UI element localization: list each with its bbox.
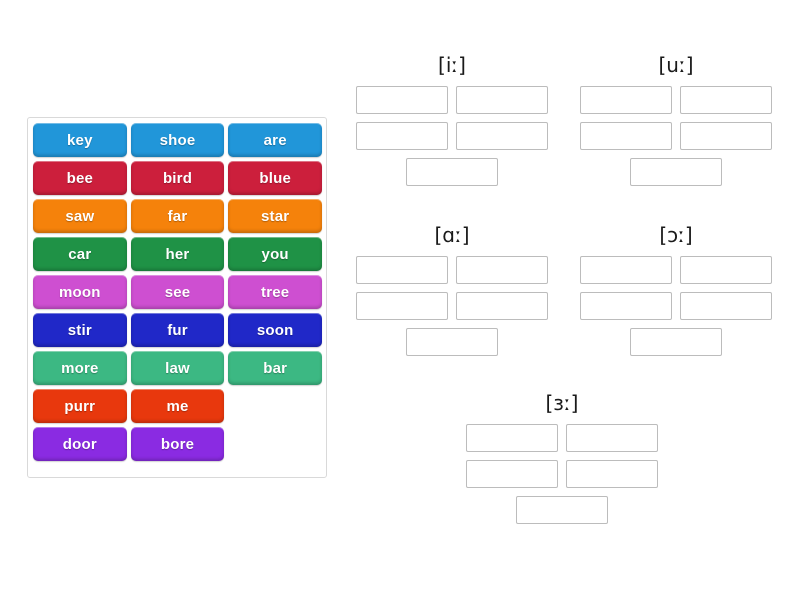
word-tile[interactable]: me bbox=[130, 389, 225, 423]
drop-slot[interactable] bbox=[516, 496, 608, 524]
slot-row bbox=[564, 158, 788, 186]
word-tile[interactable]: see bbox=[130, 275, 225, 309]
word-tile[interactable]: blue bbox=[228, 161, 323, 195]
group-slots bbox=[340, 86, 564, 186]
drop-slot[interactable] bbox=[466, 460, 558, 488]
drop-slot[interactable] bbox=[456, 122, 548, 150]
group-slots bbox=[564, 86, 788, 186]
word-tile[interactable]: shoe bbox=[130, 123, 225, 157]
group-title: [ɜː] bbox=[545, 391, 579, 415]
slot-row bbox=[340, 328, 564, 356]
group-title: [ɔː] bbox=[659, 223, 693, 247]
slot-row bbox=[340, 158, 564, 186]
word-tile[interactable]: bird bbox=[130, 161, 225, 195]
drop-slot[interactable] bbox=[456, 292, 548, 320]
word-tile[interactable]: bore bbox=[130, 427, 225, 461]
group-title: [ɑː] bbox=[434, 223, 470, 247]
slot-row bbox=[340, 122, 564, 150]
drop-slot[interactable] bbox=[680, 122, 772, 150]
word-tile[interactable]: far bbox=[130, 199, 225, 233]
word-tile[interactable]: saw bbox=[33, 199, 127, 233]
drop-slot[interactable] bbox=[680, 86, 772, 114]
drop-slot[interactable] bbox=[680, 256, 772, 284]
group-slots bbox=[340, 256, 564, 356]
slot-row bbox=[340, 86, 564, 114]
drop-slot[interactable] bbox=[456, 256, 548, 284]
drop-slot[interactable] bbox=[630, 328, 722, 356]
word-tile[interactable]: are bbox=[228, 123, 323, 157]
word-tile[interactable]: bar bbox=[228, 351, 323, 385]
drop-slot[interactable] bbox=[356, 86, 448, 114]
drop-slot[interactable] bbox=[566, 460, 658, 488]
slot-row bbox=[564, 256, 788, 284]
empty-grid-cell bbox=[228, 389, 322, 423]
drop-slot[interactable] bbox=[580, 86, 672, 114]
group-er: [ɜː] bbox=[450, 393, 674, 524]
group-u: [uː] bbox=[564, 55, 788, 186]
word-tile[interactable]: moon bbox=[33, 275, 127, 309]
word-tile[interactable]: stir bbox=[33, 313, 127, 347]
group-title: [uː] bbox=[658, 53, 694, 77]
group-a: [ɑː] bbox=[340, 225, 564, 356]
group-o: [ɔː] bbox=[564, 225, 788, 356]
slot-row bbox=[450, 496, 674, 524]
word-tile[interactable]: purr bbox=[33, 389, 127, 423]
group-title: [iː] bbox=[438, 53, 466, 77]
slot-row bbox=[450, 424, 674, 452]
drop-slot[interactable] bbox=[580, 292, 672, 320]
word-tile[interactable]: star bbox=[228, 199, 323, 233]
word-tile[interactable]: you bbox=[228, 237, 323, 271]
group-i: [iː] bbox=[340, 55, 564, 186]
drop-slot[interactable] bbox=[406, 328, 498, 356]
slot-row bbox=[450, 460, 674, 488]
word-tile[interactable]: fur bbox=[130, 313, 225, 347]
drop-slot[interactable] bbox=[580, 256, 672, 284]
slot-row bbox=[340, 256, 564, 284]
drop-slot[interactable] bbox=[356, 256, 448, 284]
drop-slot[interactable] bbox=[356, 122, 448, 150]
drop-slot[interactable] bbox=[566, 424, 658, 452]
group-slots bbox=[450, 424, 674, 524]
slot-row bbox=[564, 292, 788, 320]
drop-slot[interactable] bbox=[580, 122, 672, 150]
word-tile[interactable]: door bbox=[33, 427, 127, 461]
word-tile[interactable]: bee bbox=[33, 161, 127, 195]
drop-slot[interactable] bbox=[680, 292, 772, 320]
slot-row bbox=[564, 328, 788, 356]
group-slots bbox=[564, 256, 788, 356]
drop-slot[interactable] bbox=[356, 292, 448, 320]
drop-slot[interactable] bbox=[456, 86, 548, 114]
drop-slot[interactable] bbox=[630, 158, 722, 186]
word-tile[interactable]: tree bbox=[228, 275, 323, 309]
word-tile[interactable]: law bbox=[130, 351, 225, 385]
slot-row bbox=[564, 86, 788, 114]
word-tile[interactable]: car bbox=[33, 237, 127, 271]
drop-slot[interactable] bbox=[466, 424, 558, 452]
drop-slot[interactable] bbox=[406, 158, 498, 186]
slot-row bbox=[564, 122, 788, 150]
word-tile[interactable]: key bbox=[33, 123, 127, 157]
empty-grid-cell bbox=[228, 427, 322, 461]
word-tile[interactable]: soon bbox=[228, 313, 323, 347]
word-tile[interactable]: her bbox=[130, 237, 225, 271]
slot-row bbox=[340, 292, 564, 320]
word-tile[interactable]: more bbox=[33, 351, 127, 385]
